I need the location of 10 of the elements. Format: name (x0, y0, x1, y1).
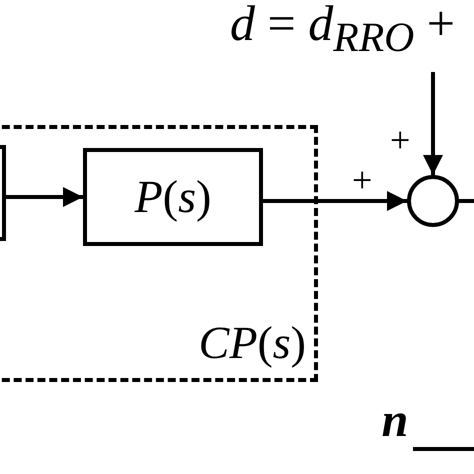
transfer-function-label: P(s) (134, 174, 212, 220)
dashed-group-box (0, 125, 318, 382)
signal-arrow (423, 72, 443, 175)
signal-label: n (382, 397, 408, 445)
group-label: CP(s) (198, 320, 307, 370)
transfer-function-box (83, 148, 263, 246)
signal-line (459, 199, 474, 203)
signal-arrow (263, 191, 407, 211)
disturbance-equation: d = d$_{RRO}$ + (230, 0, 455, 60)
signal-arrow (6, 187, 83, 207)
